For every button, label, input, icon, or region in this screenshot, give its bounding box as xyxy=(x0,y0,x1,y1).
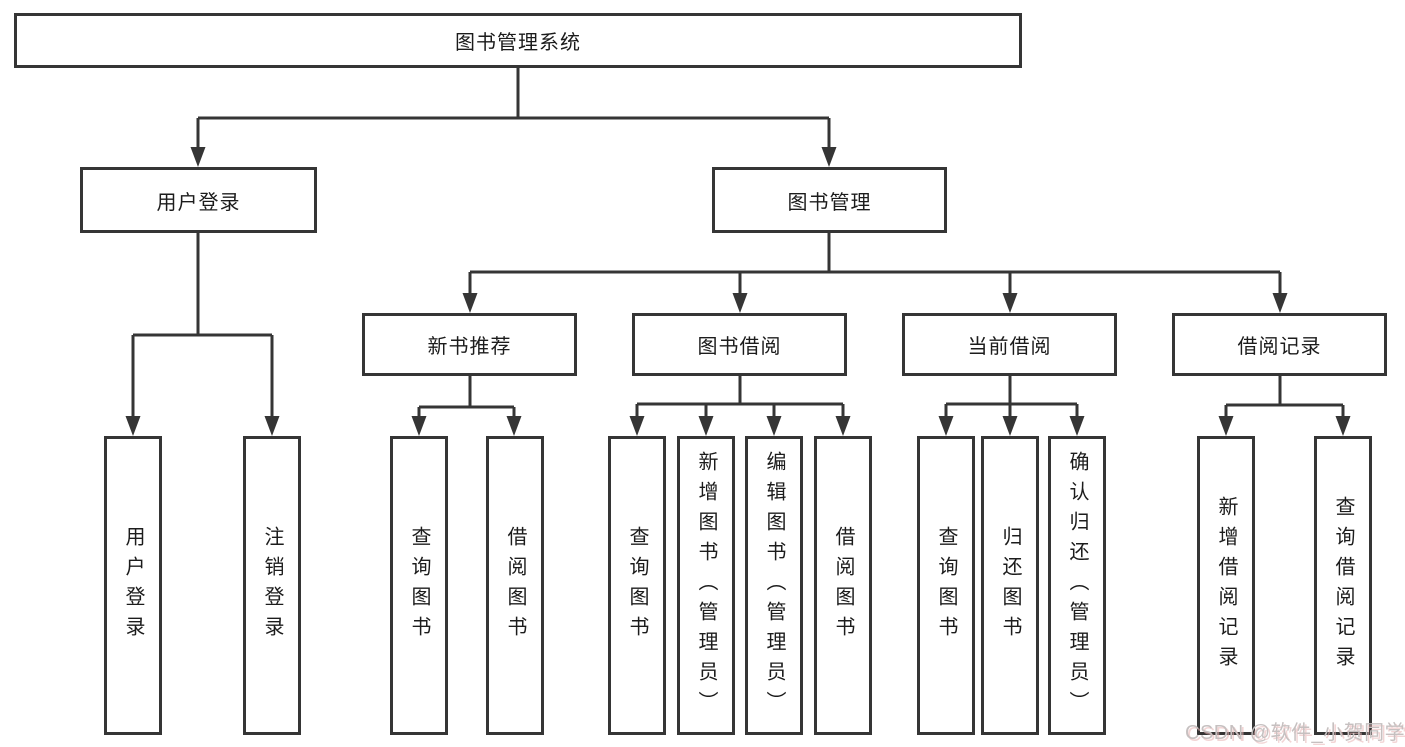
node-label: 归还图书 xyxy=(999,525,1021,646)
connector-book-borrow-children xyxy=(629,376,851,436)
node-label: 图书管理 xyxy=(787,191,872,214)
node-label: 查询图书 xyxy=(408,525,430,646)
node-label: 查询借阅记录 xyxy=(1332,495,1354,676)
node-label: 借阅图书 xyxy=(504,525,526,646)
connector-user-login-children xyxy=(125,233,280,436)
leaf-confirm-return-admin: 确认归还（管理员） xyxy=(1048,436,1106,735)
node-label: 当前借阅 xyxy=(967,336,1052,358)
node-book-mgmt: 图书管理 xyxy=(712,167,947,233)
leaf-query-book-1: 查询图书 xyxy=(390,436,448,735)
node-label: 借阅图书 xyxy=(832,525,854,646)
leaf-query-book-2: 查询图书 xyxy=(608,436,666,735)
leaf-borrow-book-2: 借阅图书 xyxy=(814,436,872,735)
node-user-login: 用户登录 xyxy=(80,167,317,233)
node-borrow-records: 借阅记录 xyxy=(1172,313,1387,376)
node-new-book-recommend: 新书推荐 xyxy=(362,313,577,376)
leaf-add-book-admin: 新增图书（管理员） xyxy=(677,436,735,735)
leaf-query-borrow-record: 查询借阅记录 xyxy=(1314,436,1372,735)
node-label: 用户登录 xyxy=(122,525,144,646)
node-label: 图书借阅 xyxy=(697,336,782,358)
node-label: 借阅记录 xyxy=(1237,336,1322,358)
leaf-query-book-3: 查询图书 xyxy=(917,436,975,735)
leaf-logout: 注销登录 xyxy=(243,436,301,735)
node-label: 新增图书（管理员） xyxy=(695,450,717,721)
node-label: 新增借阅记录 xyxy=(1215,495,1237,676)
connector-book-mgmt-to-level2 xyxy=(462,233,1288,313)
leaf-edit-book-admin: 编辑图书（管理员） xyxy=(745,436,803,735)
node-label: 查询图书 xyxy=(935,525,957,646)
node-label: 新书推荐 xyxy=(427,336,512,358)
node-label: 查询图书 xyxy=(626,525,648,646)
node-label: 确认归还（管理员） xyxy=(1066,450,1088,721)
connector-current-borrow-children xyxy=(938,376,1085,436)
node-current-borrow: 当前借阅 xyxy=(902,313,1117,376)
leaf-return-book: 归还图书 xyxy=(981,436,1039,735)
connector-borrow-records-children xyxy=(1218,376,1351,436)
leaf-borrow-book-1: 借阅图书 xyxy=(486,436,544,735)
connector-new-book-rec-children xyxy=(411,376,522,436)
leaf-user-login: 用户登录 xyxy=(104,436,162,735)
node-root: 图书管理系统 xyxy=(14,13,1022,68)
node-label: 用户登录 xyxy=(156,191,241,214)
node-label: 编辑图书（管理员） xyxy=(763,450,785,721)
node-label: 图书管理系统 xyxy=(455,32,581,54)
leaf-add-borrow-record: 新增借阅记录 xyxy=(1197,436,1255,735)
node-label: 注销登录 xyxy=(261,525,283,646)
connector-root-to-level1 xyxy=(190,68,837,167)
node-book-borrow: 图书借阅 xyxy=(632,313,847,376)
csdn-watermark: CSDN @软件_小贺同学 xyxy=(1185,722,1405,744)
